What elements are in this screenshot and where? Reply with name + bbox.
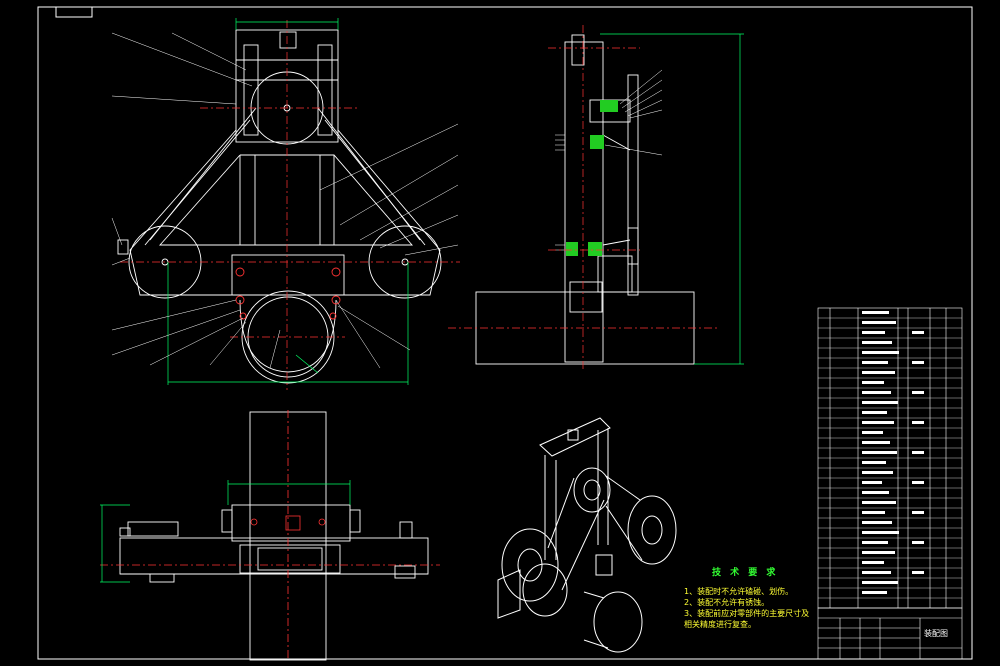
bom-entry-mark xyxy=(862,481,882,484)
isometric-view xyxy=(497,417,677,653)
top-view xyxy=(119,411,429,661)
bom-entry-mark xyxy=(862,471,893,474)
bom-entry-mark xyxy=(912,541,924,544)
side-view-center-lines xyxy=(448,25,720,372)
bom-entry-mark xyxy=(862,461,886,464)
top-view-red-marks xyxy=(100,410,440,660)
front-view-leaders xyxy=(111,32,459,369)
bom-entry-mark xyxy=(862,491,889,494)
bom-entry-mark xyxy=(862,551,895,554)
technical-requirements-list: 1、装配时不允许磕碰、划伤。 2、装配不允许有锈蚀。 3、装配前应对零部件的主要… xyxy=(684,586,809,630)
drawing-name: 装配图 xyxy=(924,629,948,638)
bom-table-entries xyxy=(862,311,924,594)
title-block xyxy=(817,607,963,660)
bom-entry-mark xyxy=(862,361,888,364)
bom-entry-mark xyxy=(862,521,892,524)
bom-entry-mark xyxy=(862,501,896,504)
requirement-item: 3、装配前应对零部件的主要尺寸及 xyxy=(684,609,810,618)
bom-entry-mark xyxy=(862,311,889,314)
bom-entry-mark xyxy=(912,421,924,424)
bom-entry-mark xyxy=(862,431,883,434)
bom-entry-mark xyxy=(862,441,890,444)
bom-entry-mark xyxy=(862,331,885,334)
bom-entry-mark xyxy=(912,571,924,574)
front-view-center-lines xyxy=(120,20,460,390)
front-view xyxy=(117,29,442,384)
bom-entry-mark xyxy=(862,581,898,584)
requirement-item: 相关精度进行复查。 xyxy=(684,620,756,629)
front-view-dimensions xyxy=(167,18,409,385)
bom-entry-mark xyxy=(912,331,924,334)
bom-entry-mark xyxy=(862,381,884,384)
bom-table-rows xyxy=(818,317,962,599)
side-view-teeth xyxy=(555,134,565,251)
technical-requirements-title: 技 术 要 求 xyxy=(712,568,779,578)
bom-entry-mark xyxy=(912,391,924,394)
bom-entry-mark xyxy=(862,371,895,374)
bom-entry-mark xyxy=(862,351,899,354)
bom-entry-mark xyxy=(862,321,896,324)
bom-entry-mark xyxy=(862,391,891,394)
bom-entry-mark xyxy=(912,481,924,484)
sheet-border xyxy=(37,6,973,660)
bom-entry-mark xyxy=(862,511,885,514)
bom-entry-mark xyxy=(862,531,899,534)
bom-entry-mark xyxy=(912,361,924,364)
requirement-item: 2、装配不允许有锈蚀。 xyxy=(684,598,770,607)
bom-entry-mark xyxy=(862,561,884,564)
bom-entry-mark xyxy=(862,571,891,574)
bom-entry-mark xyxy=(862,401,898,404)
bom-entry-mark xyxy=(862,341,892,344)
side-view-leaders xyxy=(604,69,663,156)
bom-entry-mark xyxy=(862,591,887,594)
side-view-hatches xyxy=(566,100,618,256)
bom-entry-mark xyxy=(862,541,888,544)
bom-entry-mark xyxy=(912,451,924,454)
side-view-dimensions xyxy=(600,33,744,365)
requirement-item: 1、装配时不允许磕碰、划伤。 xyxy=(684,587,794,596)
bom-entry-mark xyxy=(862,411,887,414)
bom-entry-mark xyxy=(862,451,897,454)
top-view-dimensions xyxy=(100,480,351,583)
side-view xyxy=(475,34,695,365)
bom-entry-mark xyxy=(912,511,924,514)
bom-entry-mark xyxy=(862,421,894,424)
